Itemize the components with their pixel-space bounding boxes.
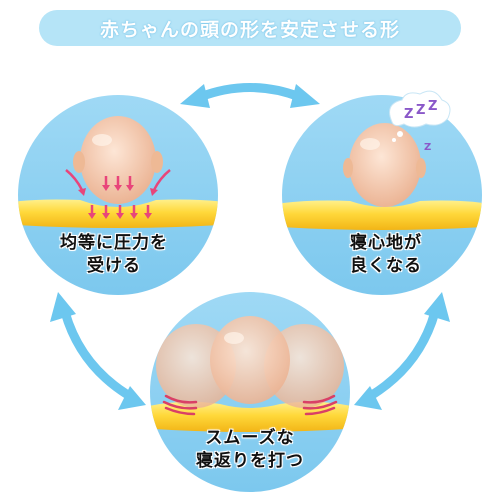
baby-head-back [73,116,163,204]
panel-comfortable-sleep: Z Z Z Z [282,90,482,295]
caption-line: スムーズな [205,428,295,448]
sleep-z: Z [404,107,413,122]
sleep-z: Z [424,142,431,153]
caption-even-pressure: 均等に圧力を 受ける [24,232,204,278]
right-double-arrow [354,292,450,410]
panel-even-pressure [18,95,218,295]
sleep-z: Z [428,99,437,114]
title-banner: 赤ちゃんの頭の形を安定させる形 [39,10,461,46]
left-double-arrow [50,292,146,410]
baby-head-back [343,123,426,207]
caption-line: 寝心地が [350,233,422,253]
caption-line: 寝返りを打つ [196,451,304,471]
pressure-arrows-icon [65,169,171,219]
caption-line: 均等に圧力を [60,233,168,253]
caption-line: 受ける [87,256,141,276]
pillow [282,200,482,230]
motion-lines-icon [162,394,338,416]
caption-comfortable-sleep: 寝心地が 良くなる [296,232,476,278]
caption-line: 良くなる [350,256,422,276]
baby-head-rolling [156,316,344,408]
caption-smooth-rolling: スムーズな 寝返りを打つ [160,427,340,473]
top-double-arrow [180,83,320,108]
sleep-z: Z [416,103,425,118]
sleep-bubble-icon: Z Z Z Z [389,90,451,153]
panel-smooth-rolling [150,292,350,492]
title-text: 赤ちゃんの頭の形を安定させる形 [99,18,400,41]
